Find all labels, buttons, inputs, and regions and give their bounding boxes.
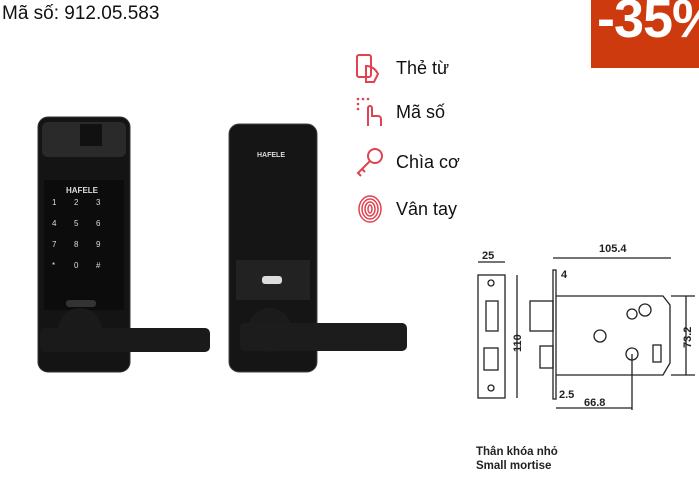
dim-66-8: 66.8 [584, 397, 605, 409]
key: 6 [96, 219, 101, 228]
feature-code: Mã số [354, 96, 445, 128]
key: 7 [52, 240, 57, 249]
key: 9 [96, 240, 101, 249]
mortise-caption-en: Small mortise [476, 460, 552, 472]
keypad: 1 2 3 4 5 6 7 8 9 * 0 # [52, 198, 118, 270]
mortise-caption-vi: Thân khóa nhỏ [476, 446, 558, 458]
dim-2-5: 2.5 [559, 389, 574, 401]
key: 1 [52, 198, 57, 207]
key: 3 [96, 198, 101, 207]
feature-key: Chìa cơ [354, 146, 460, 178]
key: # [96, 261, 101, 270]
key: 5 [74, 219, 79, 228]
feature-label: Vân tay [396, 198, 458, 219]
dim-25: 25 [482, 250, 494, 262]
dim-4: 4 [561, 269, 568, 281]
discount-badge: -35% [591, 0, 699, 68]
dim-105-4: 105.4 [599, 243, 627, 255]
product-code: Mã số: 912.05.583 [2, 3, 160, 24]
discount-text: -35% [597, 0, 699, 49]
feature-label: Chìa cơ [396, 151, 460, 172]
lock-brand-back: HAFELE [257, 152, 285, 159]
key: 8 [74, 240, 79, 249]
fingerprint-icon [358, 195, 382, 223]
key: 2 [74, 198, 79, 207]
feature-label: Mã số [396, 101, 446, 122]
dim-110: 110 [512, 334, 524, 352]
key: * [52, 261, 56, 270]
card-icon [356, 54, 380, 83]
key-icon [356, 148, 383, 177]
feature-card: Thẻ từ [354, 52, 449, 84]
feature-label: Thẻ từ [396, 57, 450, 78]
key: 4 [52, 219, 57, 228]
key: 0 [74, 261, 79, 270]
lock-brand: HAFELE [66, 186, 98, 195]
dim-73-2: 73.2 [682, 327, 694, 348]
feature-fingerprint: Vân tay [354, 193, 457, 225]
keypad-touch-icon [356, 97, 382, 126]
